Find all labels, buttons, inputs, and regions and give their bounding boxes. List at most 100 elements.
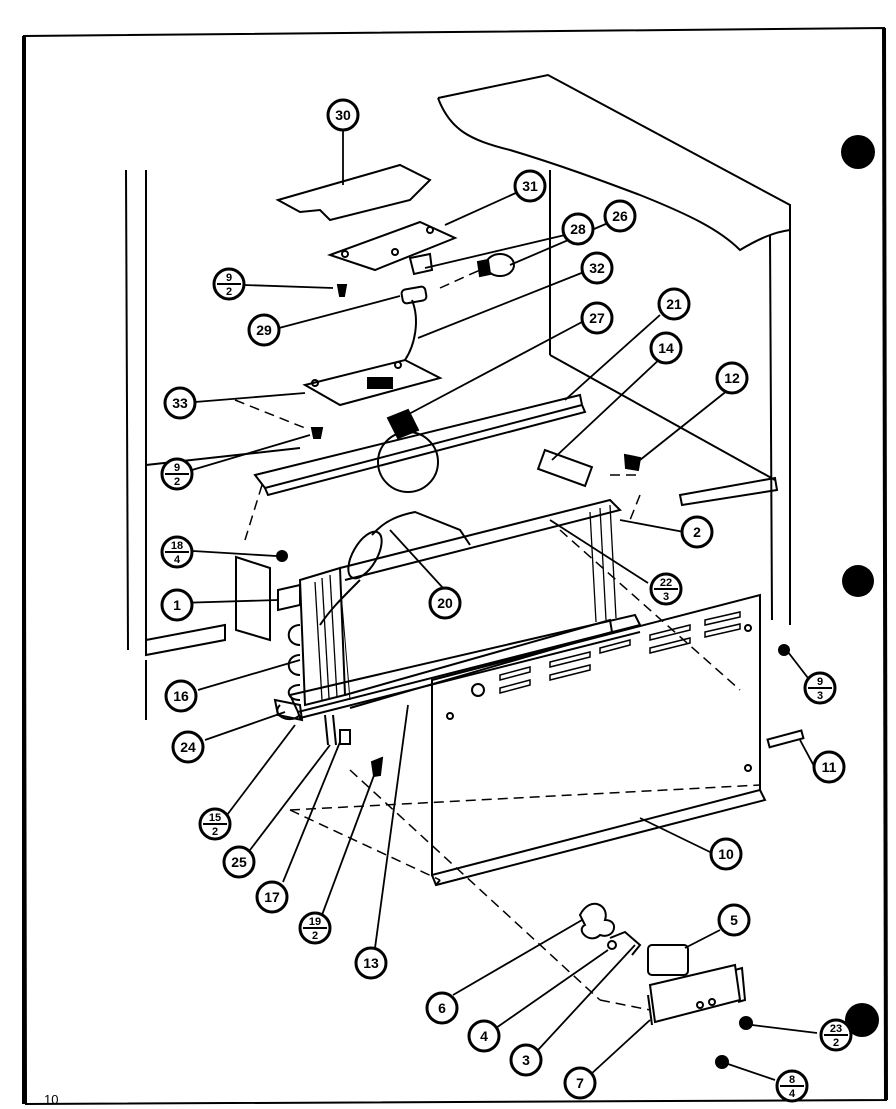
callout-16: 16 — [164, 679, 198, 713]
page-border — [22, 26, 888, 1106]
callout-circle — [171, 730, 205, 764]
callout-numerator: 9 — [817, 676, 823, 688]
callout-29: 29 — [247, 313, 281, 347]
callout-denominator: 2 — [174, 476, 180, 488]
alignment-lines — [234, 269, 761, 1011]
callout-19-2: 192 — [298, 911, 332, 945]
callout-label: 17 — [264, 889, 280, 905]
callout-2: 2 — [680, 515, 714, 549]
callout-15-2: 152 — [198, 807, 232, 841]
callout-28: 28 — [561, 212, 595, 246]
page-number: 10 — [44, 1092, 59, 1107]
callout-10: 10 — [709, 837, 743, 871]
callout-21: 21 — [657, 287, 691, 321]
binder-hole — [842, 565, 874, 597]
callout-circle — [709, 837, 743, 871]
callout-label: 3 — [522, 1052, 530, 1068]
callout-label: 26 — [612, 208, 628, 224]
callout-denominator: 4 — [789, 1088, 796, 1100]
callout-label: 6 — [438, 1000, 446, 1016]
callout-label: 33 — [172, 395, 188, 411]
callout-denominator: 3 — [817, 690, 823, 702]
baffle-panel — [431, 593, 767, 887]
screw — [336, 284, 348, 297]
binder-hole — [845, 1003, 879, 1037]
callout-9-2a: 92 — [212, 267, 246, 301]
callout-24: 24 — [171, 730, 205, 764]
callout-23-2: 232 — [819, 1018, 853, 1052]
callout-3: 3 — [509, 1043, 543, 1077]
callout-label: 16 — [173, 688, 189, 704]
callout-4: 4 — [467, 1019, 501, 1053]
callout-circle — [680, 515, 714, 549]
callout-label: 29 — [256, 322, 272, 338]
callout-6: 6 — [425, 991, 459, 1025]
callout-27: 27 — [580, 301, 614, 335]
callout-circle — [247, 313, 281, 347]
callout-denominator: 3 — [663, 591, 669, 603]
callout-circle — [163, 386, 197, 420]
callout-circle — [222, 845, 256, 879]
callout-11: 11 — [812, 750, 846, 784]
drain-trough — [273, 613, 642, 722]
callout-22-3: 223 — [649, 572, 683, 606]
fan-motor-assembly — [578, 902, 753, 1069]
leader-lines — [177, 128, 818, 1081]
callout-circle — [354, 946, 388, 980]
callout-circle — [603, 199, 637, 233]
callout-circle — [428, 586, 462, 620]
accumulator — [319, 510, 471, 626]
callout-label: 5 — [730, 912, 738, 928]
callout-label: 2 — [693, 524, 701, 540]
callout-32: 32 — [580, 251, 614, 285]
light-bracket — [326, 220, 458, 276]
callout-12: 12 — [715, 361, 749, 395]
callout-label: 32 — [589, 260, 605, 276]
callout-33: 33 — [163, 386, 197, 420]
switch-plate — [302, 358, 443, 407]
callout-numerator: 9 — [174, 462, 180, 474]
callout-numerator: 9 — [226, 272, 232, 284]
retainer-clip — [766, 729, 805, 749]
evaporator-coil — [277, 498, 622, 709]
callout-14: 14 — [649, 331, 683, 365]
callout-circle — [509, 1043, 543, 1077]
callout-label: 4 — [480, 1028, 488, 1044]
drain-bracket — [536, 448, 642, 488]
callout-denominator: 4 — [174, 554, 181, 566]
callout-circle — [164, 679, 198, 713]
callout-denominator: 2 — [833, 1037, 839, 1049]
callout-25: 25 — [222, 845, 256, 879]
callout-circle — [717, 903, 751, 937]
callout-circle — [561, 212, 595, 246]
callout-circle — [425, 991, 459, 1025]
callout-31: 31 — [513, 169, 547, 203]
screw — [276, 550, 288, 562]
callout-denominator: 2 — [212, 826, 218, 838]
callout-label: 7 — [576, 1075, 584, 1091]
callout-7: 7 — [563, 1066, 597, 1100]
callout-numerator: 8 — [789, 1074, 795, 1086]
callout-numerator: 15 — [209, 812, 221, 824]
callout-numerator: 19 — [309, 916, 321, 928]
callout-circle — [563, 1066, 597, 1100]
callout-circle — [715, 361, 749, 395]
callout-label: 27 — [589, 310, 605, 326]
callout-label: 20 — [437, 595, 453, 611]
callout-numerator: 22 — [660, 577, 672, 589]
screw — [310, 427, 324, 439]
evaporator-cover — [253, 393, 587, 497]
callout-20: 20 — [428, 586, 462, 620]
callout-17: 17 — [255, 880, 289, 914]
callout-circle — [467, 1019, 501, 1053]
callout-label: 24 — [180, 739, 196, 755]
screw — [778, 644, 790, 656]
callout-1: 1 — [160, 588, 194, 622]
callout-circle — [580, 301, 614, 335]
mounting-bracket — [235, 550, 288, 642]
callout-denominator: 2 — [312, 930, 318, 942]
socket-and-wire — [400, 285, 428, 361]
callout-label: 14 — [658, 340, 674, 356]
callout-circle — [649, 331, 683, 365]
